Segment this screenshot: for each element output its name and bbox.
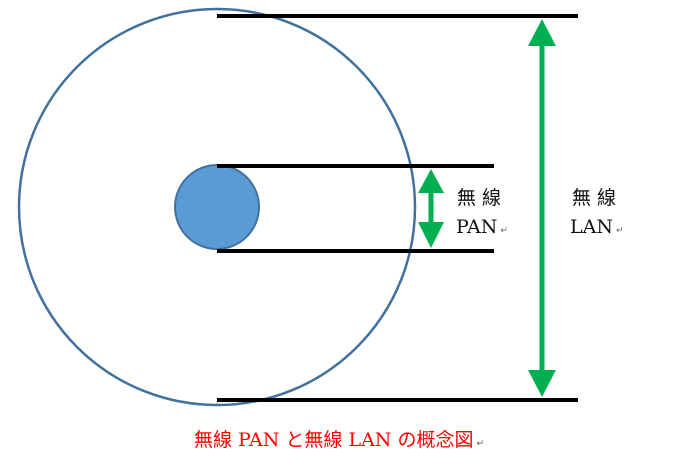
- pan-label-line1: 無 線: [457, 187, 502, 209]
- lan-label-line1: 無 線: [572, 187, 617, 209]
- device-circle: [174, 164, 260, 250]
- paragraph-mark-icon: ↵: [500, 226, 508, 236]
- lan-range-arrow: [528, 19, 556, 397]
- figure-caption: 無線 PAN と無線 LAN の概念図↵: [0, 425, 678, 452]
- pan-label-line2: PAN↵: [456, 216, 508, 238]
- lan-label-line2: LAN↵: [570, 216, 624, 238]
- caption-text: 無線 PAN と無線 LAN の概念図: [193, 429, 474, 451]
- paragraph-mark-icon: ↵: [615, 226, 624, 236]
- wireless-lan-range-circle: [17, 7, 417, 407]
- paragraph-mark-icon: ↵: [476, 439, 485, 449]
- pan-range-arrow: [418, 169, 444, 248]
